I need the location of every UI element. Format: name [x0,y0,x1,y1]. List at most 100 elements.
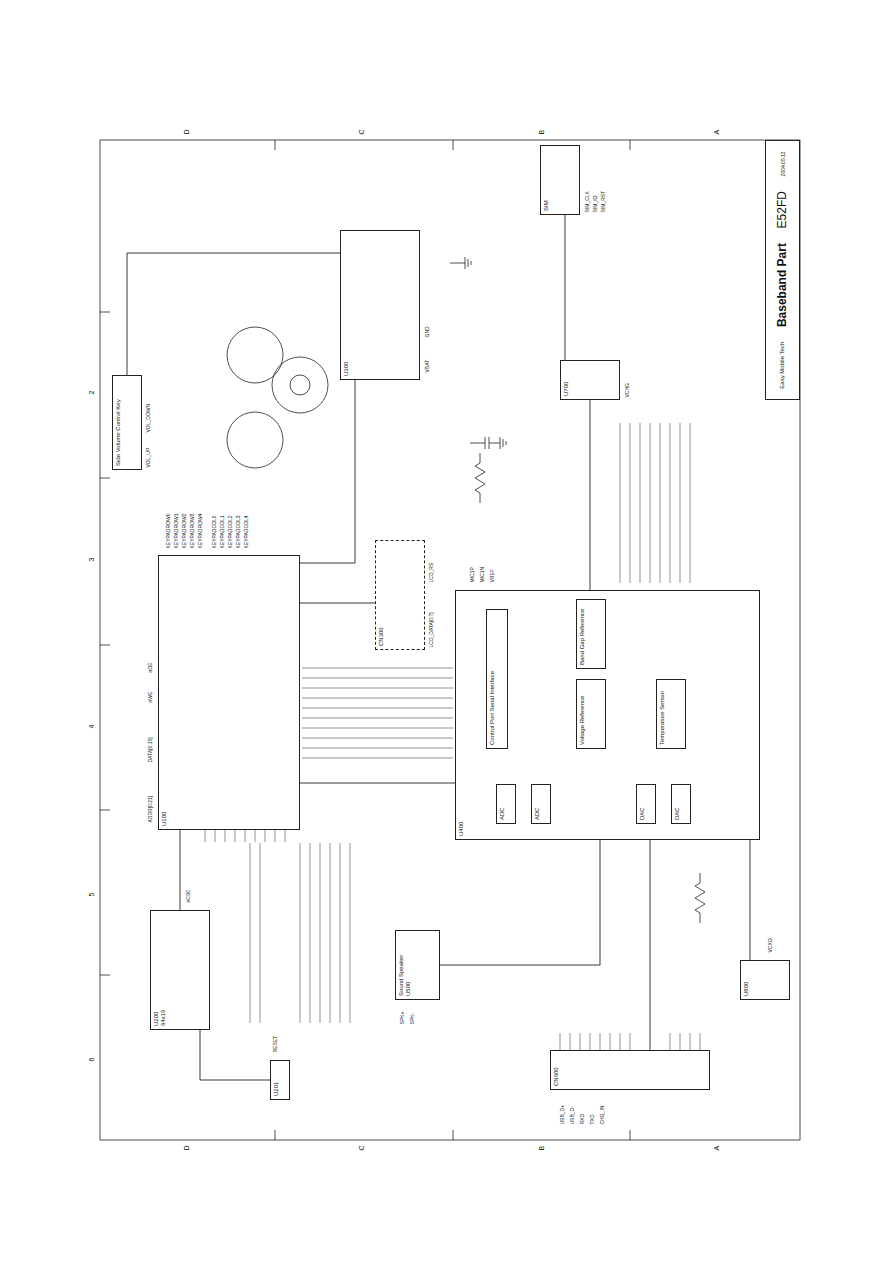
part-name: U400 [458,594,465,836]
lcd-connector: CN300 [375,540,425,650]
signal-name: USB_D+ [560,1104,566,1125]
signal-name: LCD_DATA[0:7] [429,612,435,648]
schematic-line [260,843,261,1023]
schematic-line [302,698,453,699]
signal-name: VCXO [768,938,774,953]
key-box: Side Volume Control Key [112,375,142,470]
schematic-line [560,1033,561,1050]
bus-bundle [302,668,453,758]
signal-name: MIC1N [480,566,486,583]
schematic-line [100,975,110,976]
schematic-line [302,678,453,679]
wire-connector [300,603,375,604]
schematic-line [630,423,631,583]
signal-name: VREF [490,569,496,583]
part-name: ADC [534,788,541,820]
wire-connector [300,380,355,563]
wire-connector [180,830,181,910]
schematic-line [690,1033,691,1050]
schematic-line [302,758,453,759]
wire-connector [590,400,591,590]
signal-name: VCHG [625,383,631,398]
sim-socket: SIM [540,145,580,215]
signal-name: RESET [273,1035,279,1053]
schematic-line [275,830,276,842]
schematic-line [205,830,206,842]
part-name: DAC [639,788,646,820]
signal-name: CHG_IN [600,1105,606,1125]
dac-block: DAC [671,784,691,824]
grid-reference: 2 [88,390,96,395]
schematic-line [255,830,256,842]
signal-name: GND [425,326,431,338]
part-name: DAC [674,788,681,820]
reference-block: Band Gap Reference [576,599,606,669]
schematic-line [590,1033,591,1050]
signal-name: KEYPADROW1 [174,513,180,549]
schematic-line [570,1033,571,1050]
charger-chip: U700 [560,360,620,400]
signal-name: nWE [148,691,154,703]
part-name: Sound Speaker [398,934,405,996]
part-note: Baseband Part [775,243,789,327]
signal-name: SIM_IO [593,195,599,213]
signal-name: KEYPADROW0 [166,513,172,549]
part-name: U200 [153,914,160,1026]
part-name: U300 [343,234,350,376]
schematic-line [275,140,276,150]
schematic-line [265,830,266,842]
grid-reference: 3 [88,557,96,562]
signal-name: KEYPADCOL4 [244,515,250,549]
schematic-line [630,140,631,150]
schematic-line [695,873,705,923]
signal-name: SPK- [410,1012,416,1025]
schematic-line [450,257,471,269]
signal-name: KEYPADROW3 [190,513,196,549]
schematic-line [340,843,341,1023]
cpu-chip: U100 [158,555,300,830]
signal-name: RXD [580,1113,586,1125]
part-note: 64x16 [160,914,167,1026]
grid-reference: 5 [88,892,96,897]
schematic-line [620,423,621,583]
schematic-line [500,437,506,449]
signal-name: SIM_CLK [585,191,591,213]
schematic-line [600,1033,601,1050]
part-name: ADC [499,788,506,820]
schematic-line [470,437,500,449]
sensor-block: Temperature Sensor [656,679,686,749]
schematic-line [225,830,226,842]
schematic-line [227,327,283,383]
schematic-line [320,843,321,1023]
title-block: Easy Mobile TechBaseband PartE52FD2004.0… [765,140,800,400]
reference-block: Voltage Reference [576,679,606,749]
part-name: Side Volume Control Key [115,379,122,466]
schematic-line [620,1033,621,1050]
signal-name: nCS0 [186,889,192,903]
part-name: CN300 [378,544,385,646]
part-name: Easy Mobile Tech [779,342,786,389]
schematic-line [285,830,286,842]
signal-name: VOL_DOWN [146,403,152,433]
signal-name: LCD_RS [429,562,435,583]
part-note: U500 [405,934,412,996]
schematic-line [580,1033,581,1050]
schematic-line [302,728,453,729]
schematic-line [680,423,681,583]
grid-reference: A [713,1145,721,1151]
signal-name: KEYPADCOL2 [228,515,234,549]
part-name: U800 [743,964,750,996]
signal-name: SPK+ [400,1011,406,1025]
schematic-line [680,1033,681,1050]
schematic-line [453,140,454,150]
schematic-line [100,810,110,811]
signal-name: KEYPADCOL1 [220,515,226,549]
signal-name: USB_D- [570,1106,576,1125]
speaker-circles [227,327,328,468]
clock-chip: U800 [740,960,790,1000]
signal-name: MIC1P [470,567,476,583]
signal-name: KEYPADCOL3 [236,515,242,549]
adc-block: ADC [531,784,551,824]
schematic-line [302,718,453,719]
wire-connector [750,840,751,960]
